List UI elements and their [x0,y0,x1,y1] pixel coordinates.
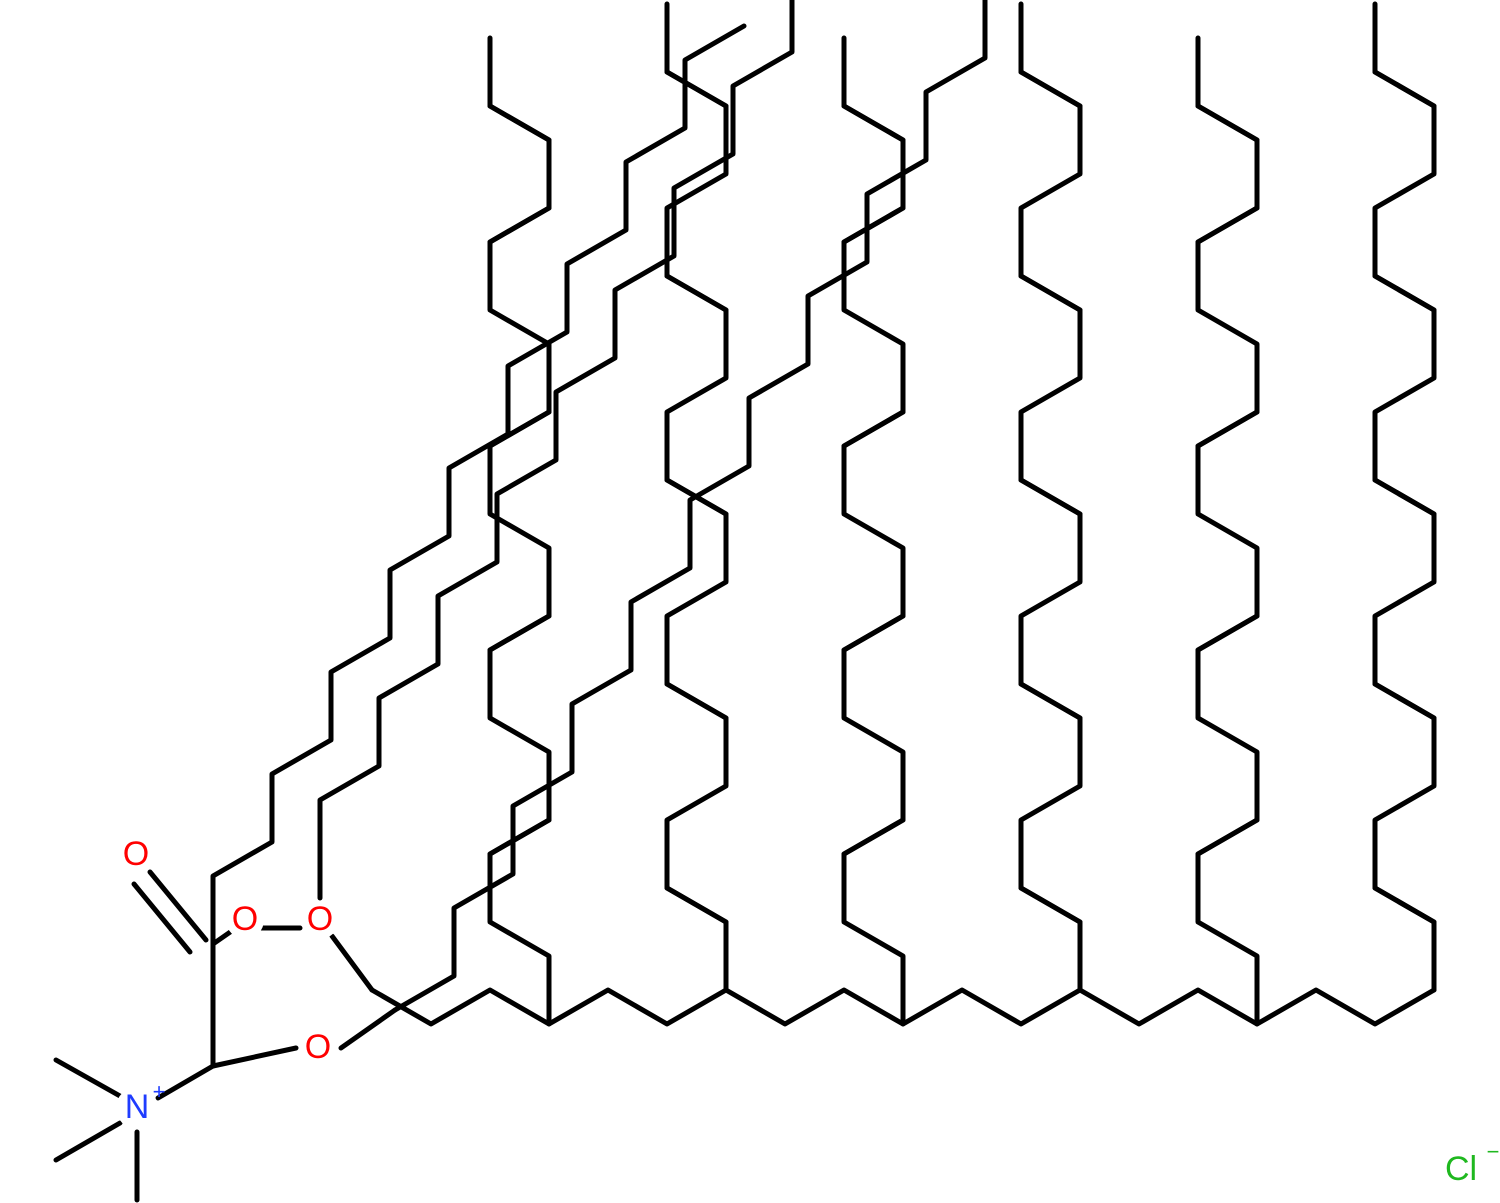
halo-o4 [299,1029,337,1067]
bond-n-ch2 [155,1063,216,1101]
weave-8 [664,273,729,313]
halo-n1 [116,1087,158,1129]
weave-18 [1372,477,1437,517]
weave-16 [1018,477,1083,517]
weave-20 [664,681,729,721]
weave-9 [841,205,906,245]
weave-29 [1195,817,1260,857]
atom-label-n1: N [125,1088,150,1126]
weave-15 [841,409,906,449]
halo-o2 [226,901,264,939]
upper-alkyl-chain-2 [317,0,795,863]
atom-label-o1: O [123,835,149,873]
bond-n-methyl-a [53,1057,123,1099]
weave-24 [1372,681,1437,721]
weave-30 [1372,885,1437,925]
upper-chain-path [210,23,747,947]
atom-label-o3: O [307,900,333,938]
atom-labels: O O O O N Cl [123,835,1477,1188]
weave-17 [1195,409,1260,449]
weave-21 [841,613,906,653]
weave-2 [664,69,729,109]
bond-ch-o4 [210,1045,299,1069]
weave-11 [1195,205,1260,245]
weave-6 [1372,69,1437,109]
weave-14 [664,477,729,517]
atom-label-o4: O [305,1028,331,1066]
weave-26 [664,885,729,925]
weave-27 [841,817,906,857]
weave-1 [487,103,552,143]
weave-4 [1018,69,1083,109]
formal-charges: + − [153,1079,1500,1164]
bond-o4-carbonyl [338,1007,398,1051]
weave-28 [1018,885,1083,925]
bond-n-methyl-b [53,1120,123,1163]
upper-chain-2-path [317,0,795,863]
weave-12 [1372,273,1437,313]
bond-c-o1-double-outer [131,881,193,955]
bond-o3-chain [329,933,375,993]
charge-nitrogen-plus: + [153,1079,166,1104]
weave-22 [1018,681,1083,721]
charge-chloride-minus: − [1487,1139,1500,1164]
halo-cl [1432,1146,1500,1194]
lower-chain-path [392,0,988,1013]
label-halos [116,836,1500,1194]
weave-25 [487,817,552,857]
atom-label-o2: O [232,900,258,938]
lower-alkyl-chain [392,0,988,1013]
weave-23 [1195,613,1260,653]
upper-alkyl-chain [210,23,747,947]
weave-7 [487,205,552,245]
atom-label-cl1: Cl [1445,1150,1477,1188]
upper-weave-bonds [487,69,1437,925]
weave-3 [841,103,906,143]
weave-5 [1195,103,1260,143]
weave-13 [487,409,552,449]
halo-o1 [117,836,155,874]
bond-c-o1-double-inner [147,869,209,943]
weave-19 [487,613,552,653]
weave-10 [1018,273,1083,313]
halo-o3 [301,901,339,939]
head-group-bonds [53,857,398,1203]
